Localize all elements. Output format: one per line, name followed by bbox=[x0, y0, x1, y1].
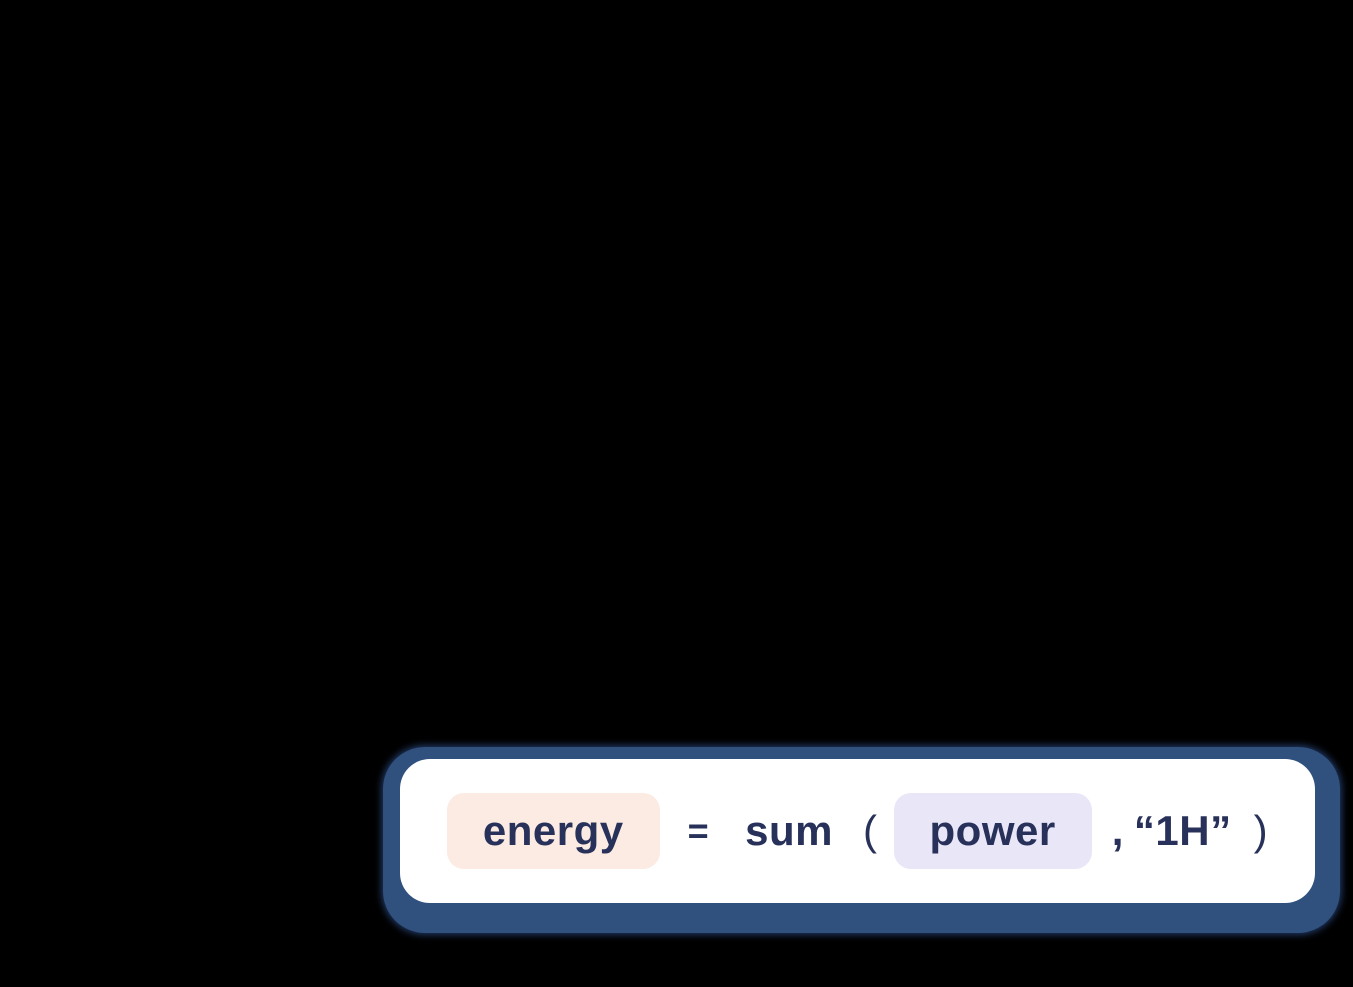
interval-literal: “1H” bbox=[1133, 807, 1232, 854]
close-paren: ) bbox=[1253, 807, 1269, 854]
power-variable-label: power bbox=[929, 807, 1056, 854]
energy-variable-label: energy bbox=[482, 807, 624, 854]
open-paren: ( bbox=[863, 807, 878, 854]
energy-variable-chip[interactable]: energy bbox=[446, 793, 660, 869]
formula-card: energy = sum ( power , “1H” ) bbox=[400, 759, 1315, 903]
comma-separator: , bbox=[1111, 807, 1124, 854]
sum-function-label: sum bbox=[745, 807, 834, 854]
equals-operator: = bbox=[687, 810, 710, 851]
power-variable-chip[interactable]: power bbox=[893, 793, 1092, 869]
